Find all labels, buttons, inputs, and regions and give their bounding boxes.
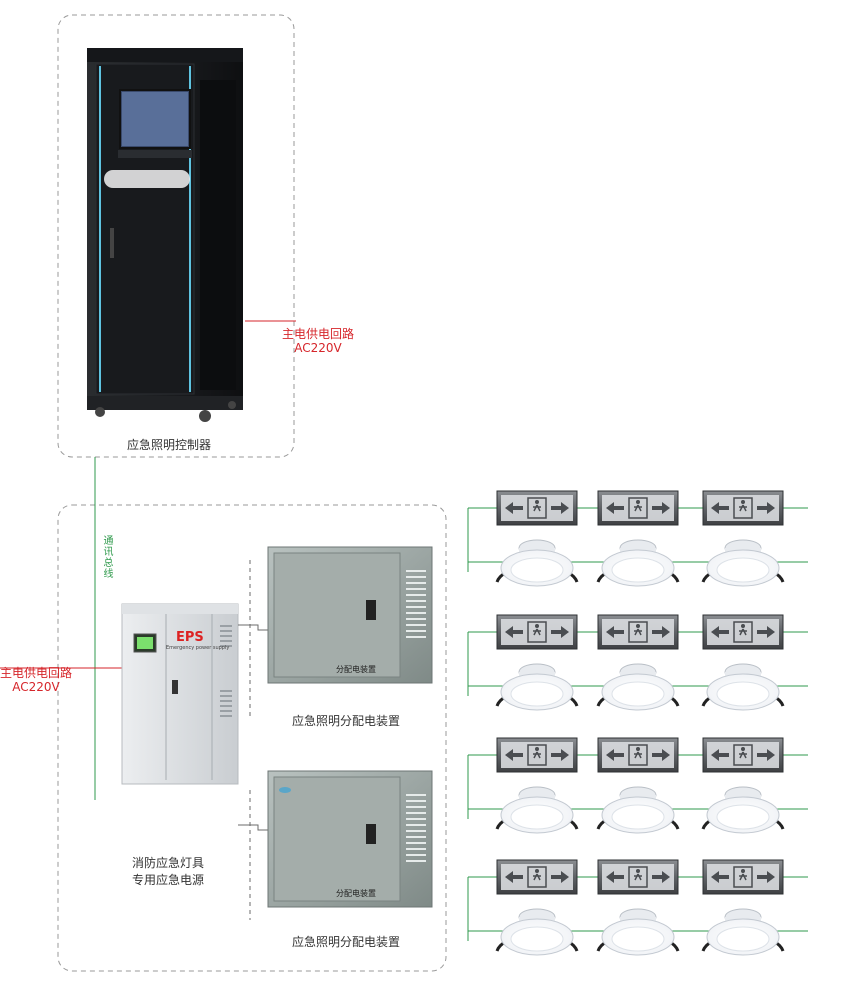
downlight-icon	[596, 786, 680, 834]
exit-sign-icon	[496, 490, 578, 526]
exit-sign-icon	[597, 614, 679, 650]
downlight-icon	[495, 663, 579, 711]
exit-sign-icon	[496, 614, 578, 650]
eps-caption-line1: 消防应急灯具	[132, 856, 205, 870]
downlight-icon	[596, 663, 680, 711]
downlight-icon	[596, 908, 680, 956]
comm-bus-label: 通讯总线	[101, 535, 112, 579]
eps-logo: EPS	[176, 630, 204, 645]
exit-sign-icon	[597, 737, 679, 773]
distribution-box-2	[267, 770, 433, 908]
exit-sign-icon	[496, 859, 578, 895]
fixtures-area	[467, 490, 808, 956]
exit-sign-icon	[597, 490, 679, 526]
exit-sign-icon	[702, 859, 784, 895]
exit-sign-icon	[702, 614, 784, 650]
eps-caption-line2: 专用应急电源	[132, 873, 205, 887]
eps-cabinet	[121, 603, 239, 785]
main-power-top-line1: 主电供电回路	[282, 327, 355, 341]
eps-caption: 消防应急灯具 专用应急电源	[132, 855, 204, 889]
dist-box-2-text: 分配电装置	[336, 889, 376, 898]
main-power-top-label: 主电供电回路 AC220V	[282, 327, 354, 355]
exit-sign-icon	[702, 737, 784, 773]
downlight-icon	[495, 539, 579, 587]
downlight-icon	[701, 539, 785, 587]
exit-sign-icon	[496, 737, 578, 773]
downlight-icon	[596, 539, 680, 587]
dist-caption-1: 应急照明分配电装置	[292, 714, 401, 728]
downlight-icon	[701, 786, 785, 834]
main-power-left-line2: AC220V	[12, 680, 60, 694]
dist-box-1-text: 分配电装置	[336, 665, 376, 674]
main-power-left-label: 主电供电回路 AC220V	[0, 666, 72, 694]
dist-caption-2: 应急照明分配电装置	[292, 935, 401, 949]
downlight-icon	[701, 663, 785, 711]
eps-to-dist-lines	[238, 560, 270, 920]
controller-cabinet	[87, 48, 243, 422]
main-power-top-line2: AC220V	[294, 341, 342, 355]
exit-sign-icon	[702, 490, 784, 526]
downlight-icon	[495, 786, 579, 834]
eps-subtitle: Emergency power supply	[166, 645, 230, 651]
controller-caption: 应急照明控制器	[127, 438, 212, 452]
power-group-frame	[57, 504, 447, 972]
main-power-left-line1: 主电供电回路	[0, 666, 73, 680]
distribution-box-1	[267, 546, 433, 684]
controller-group-frame	[57, 14, 295, 458]
downlight-icon	[495, 908, 579, 956]
downlight-icon	[701, 908, 785, 956]
exit-sign-icon	[597, 859, 679, 895]
